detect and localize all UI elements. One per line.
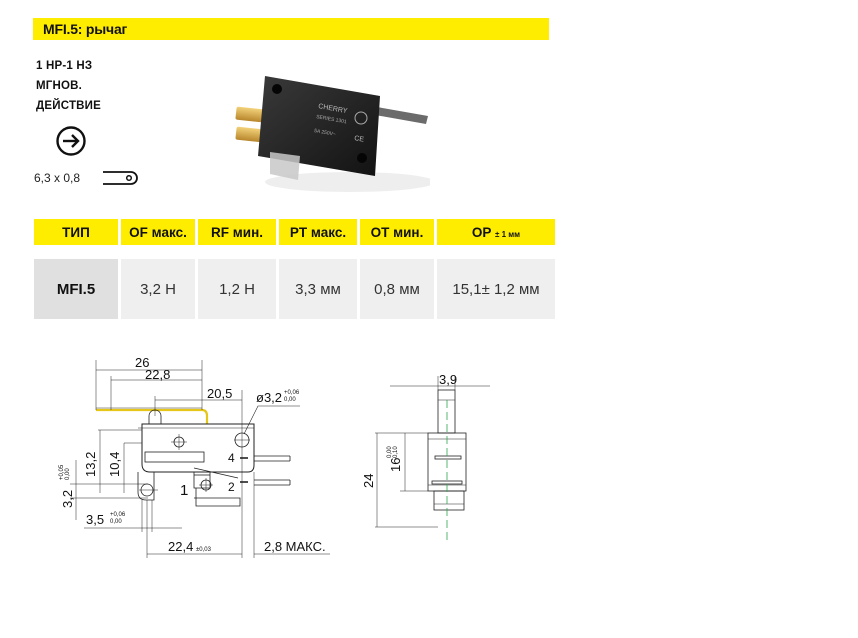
dim-26: 26: [135, 355, 149, 370]
arrow-right-circle-icon: [56, 126, 86, 156]
spec-table: ТИП OF макс. RF мин. PT макс. OT мин. OP…: [31, 219, 558, 319]
dim-10-4: 10,4: [107, 452, 122, 477]
dim-22-4-tol: ±0,03: [196, 547, 212, 553]
header-rf: RF мин.: [198, 219, 276, 245]
dim-16-tol-lower: -0,10: [393, 446, 399, 460]
cell-rf: 1,2 Н: [198, 259, 276, 319]
lever: [96, 408, 209, 424]
tab-terminal-icon: [103, 171, 138, 185]
section-title: MFI.5: рычаг: [43, 21, 128, 37]
spec-table-header-row: ТИП OF макс. RF мин. PT макс. OT мин. OP…: [34, 219, 555, 245]
dim-hole-tol-lower: 0,00: [284, 397, 296, 403]
dim-22-8: 22,8: [145, 367, 170, 382]
dim-hole-tol-upper: +0,06: [284, 390, 300, 396]
dim-16: 16: [388, 458, 403, 472]
header-label: RF мин.: [211, 224, 263, 240]
action-spec-line1: МГНОВ.: [36, 80, 83, 92]
dim-16-tol-upper: 0,00: [387, 446, 393, 458]
terminal-2-label: 2: [228, 480, 235, 494]
header-label: ТИП: [62, 224, 90, 240]
side-view: [70, 360, 330, 558]
table-row: MFI.5 3,2 Н 1,2 Н 3,3 мм 0,8 мм 15,1± 1,…: [34, 259, 555, 319]
terminal-size: 6,3 x 0,8: [34, 171, 81, 185]
dim-3-9: 3,9: [439, 372, 457, 387]
dim-3-5-tol-upper: +0,06: [110, 512, 126, 518]
dim-13-2: 13,2: [83, 452, 98, 477]
contacts-spec: 1 НР-1 НЗ: [36, 60, 93, 72]
dim-24: 24: [361, 474, 376, 488]
front-view: [375, 376, 490, 540]
dim-3-2-tol-upper: +0,05: [59, 464, 65, 480]
header-ot: OT мин.: [360, 219, 434, 245]
section-title-bar: MFI.5: рычаг: [33, 18, 549, 40]
header-label: OF макс.: [129, 224, 187, 240]
header-label: OT мин.: [370, 224, 424, 240]
cell-op: 15,1± 1,2 мм: [437, 259, 555, 319]
header-op: OP ± 1 мм: [437, 219, 555, 245]
photo-series-label: SERIES 1301: [316, 114, 348, 125]
dim-2-8: 2,8 МАКС.: [264, 539, 326, 554]
dim-hole: ø3,2: [256, 390, 282, 405]
action-spec-line2: ДЕЙСТВИЕ: [36, 100, 102, 112]
photo-rating-label: 5A 250V~: [314, 128, 337, 138]
dimension-drawing: 26 22,8 20,5 ø3,2 +0,06 0,00 13,2 10,4 3…: [59, 355, 490, 558]
dim-22-4: 22,4: [168, 539, 193, 554]
dim-20-5: 20,5: [207, 386, 232, 401]
dim-3-2-tol-lower: 0,00: [65, 468, 71, 480]
cell-pt: 3,3 мм: [279, 259, 357, 319]
header-pt: PT макс.: [279, 219, 357, 245]
cell-ot: 0,8 мм: [360, 259, 434, 319]
dim-3-2: 3,2: [60, 490, 75, 508]
terminal-1-label: 1: [180, 482, 188, 499]
header-label: OP: [471, 224, 492, 240]
cell-type: MFI.5: [34, 259, 118, 319]
dim-3-5: 3,5: [86, 512, 104, 527]
header-label: PT макс.: [289, 224, 347, 240]
header-of: OF макс.: [121, 219, 195, 245]
cell-of: 3,2 Н: [121, 259, 195, 319]
dim-3-5-tol-lower: 0,00: [110, 519, 122, 525]
header-op-tolerance: ± 1 мм: [494, 229, 521, 239]
product-photo: CHERRY SERIES 1301 5A 250V~ CE: [235, 76, 430, 192]
photo-ce-mark: CE: [354, 135, 365, 144]
header-type: ТИП: [34, 219, 118, 245]
terminal-4-label: 4: [228, 451, 235, 465]
